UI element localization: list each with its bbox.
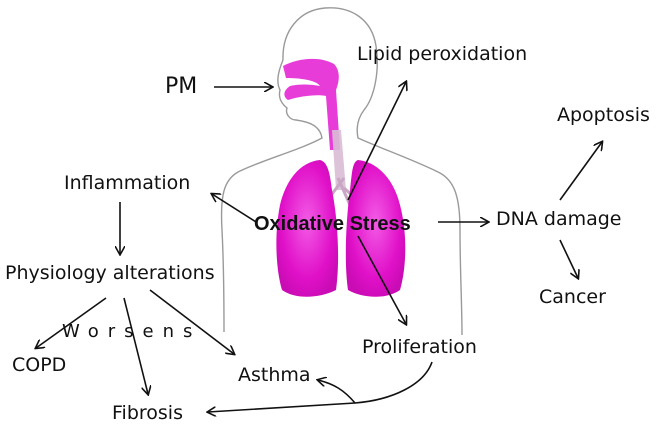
label-fibrosis: Fibrosis — [112, 402, 183, 424]
arrow-proliferation-to-asthma — [318, 380, 356, 404]
label-proliferation: Proliferation — [362, 336, 477, 358]
label-apoptosis: Apoptosis — [557, 104, 650, 126]
label-pm: PM — [165, 74, 198, 99]
arrow-proliferation-to-fibrosis — [208, 361, 433, 412]
label-lipid-peroxidation: Lipid peroxidation — [357, 43, 528, 65]
arrow-physiology-to-copd — [36, 297, 107, 348]
arrow-dna-to-cancer — [559, 239, 578, 278]
label-oxidative-stress: Oxidative Stress — [254, 213, 411, 235]
arrow-to-proliferation — [357, 235, 406, 324]
arrow-to-lipid — [347, 82, 406, 201]
arrow-to-inflammation — [212, 194, 257, 223]
label-cancer: Cancer — [539, 286, 606, 308]
arrow-physiology-to-asthma — [149, 289, 234, 354]
label-dna-damage: DNA damage — [496, 208, 622, 230]
arrows — [36, 82, 602, 412]
human-silhouette-icon — [220, 7, 463, 336]
arrow-physiology-to-fibrosis — [123, 297, 148, 394]
label-asthma: Asthma — [238, 364, 311, 386]
label-worsens: Worsens — [62, 321, 202, 342]
lungs-icon — [276, 160, 406, 297]
label-inflammation: Inflammation — [64, 172, 191, 194]
label-physiology-alterations: Physiology alterations — [5, 262, 215, 284]
label-copd: COPD — [12, 354, 67, 376]
arrow-dna-to-apoptosis — [559, 142, 602, 201]
